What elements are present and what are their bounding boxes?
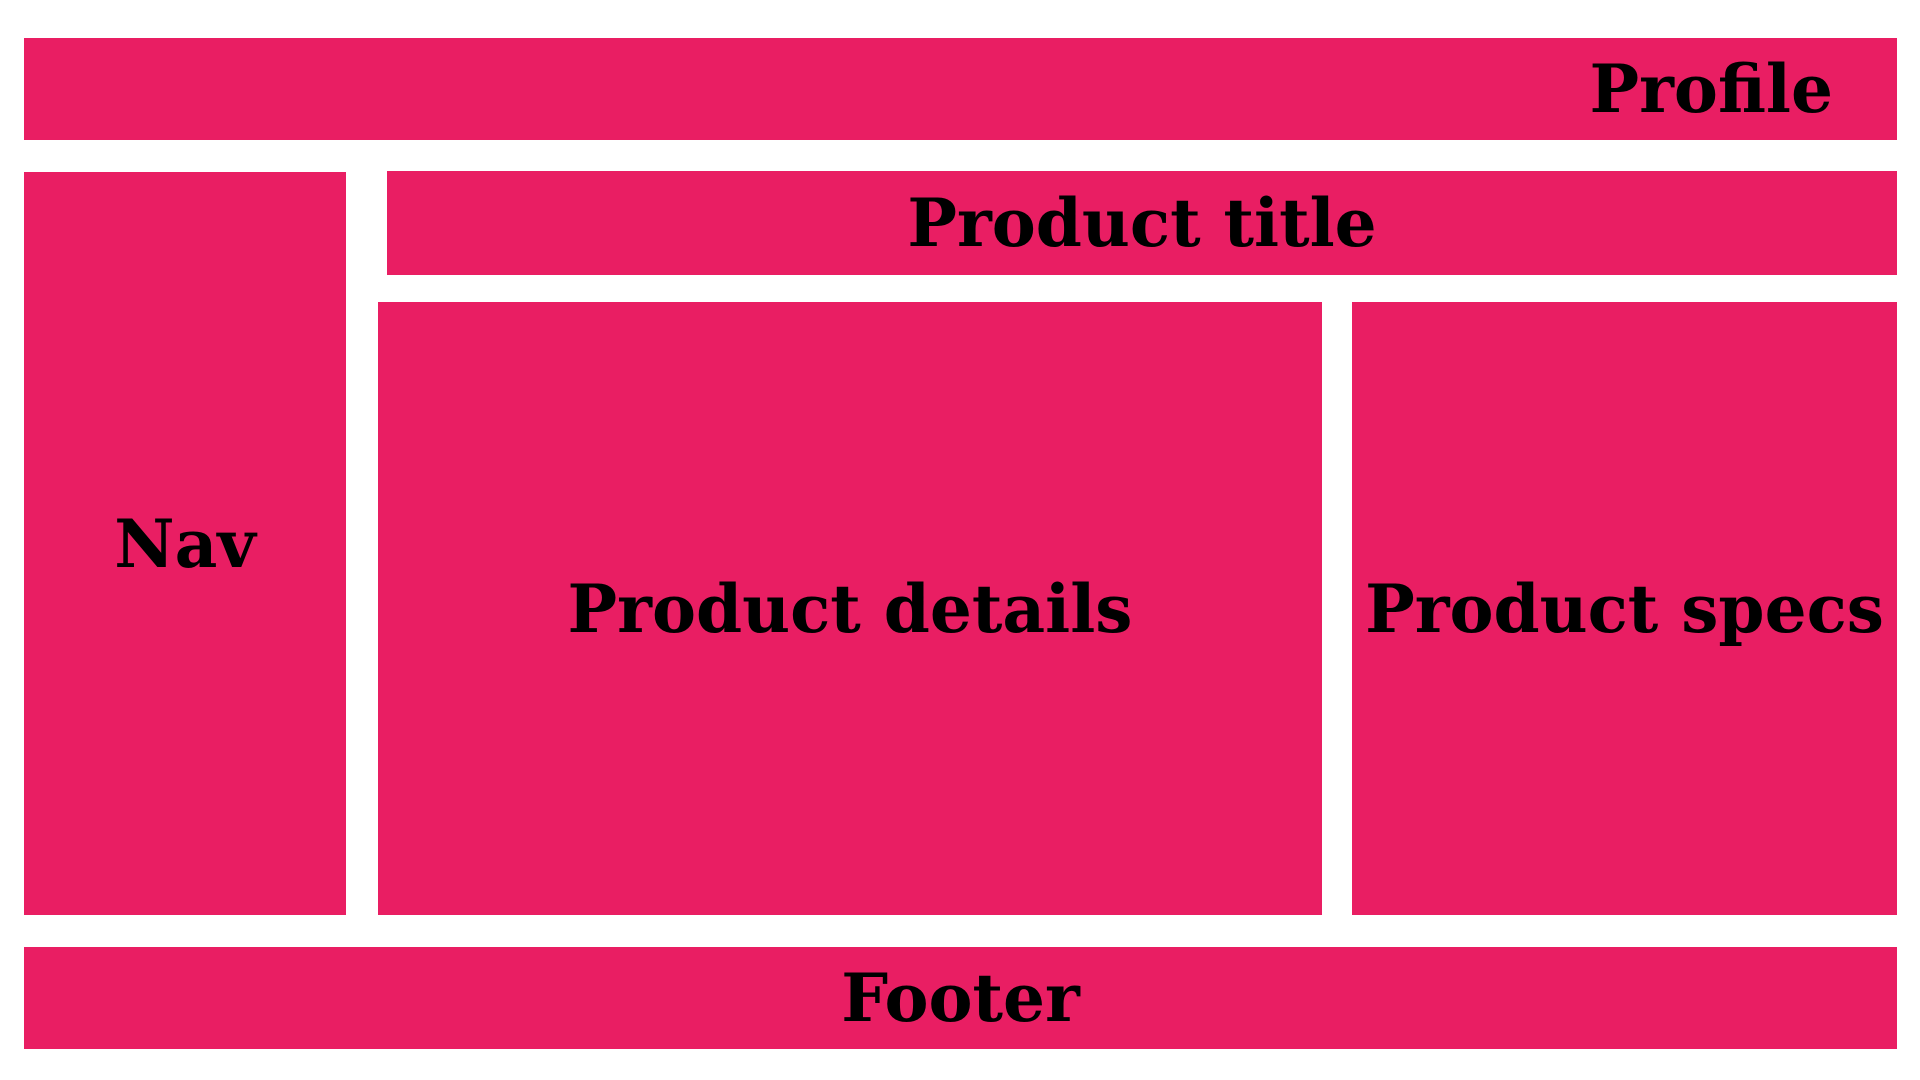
product-specs-label: Product specs [1365, 569, 1884, 648]
header-profile-bar: Profile [24, 38, 1897, 140]
product-details-panel: Product details [378, 302, 1322, 915]
product-title-label: Product title [907, 184, 1377, 262]
profile-label: Profile [1589, 50, 1833, 128]
product-details-label: Product details [567, 569, 1133, 648]
nav-label: Nav [114, 504, 256, 583]
product-specs-panel: Product specs [1352, 302, 1897, 915]
product-title-bar: Product title [387, 171, 1897, 275]
footer-bar: Footer [24, 947, 1897, 1049]
footer-label: Footer [841, 959, 1080, 1037]
nav-sidebar: Nav [24, 172, 346, 915]
